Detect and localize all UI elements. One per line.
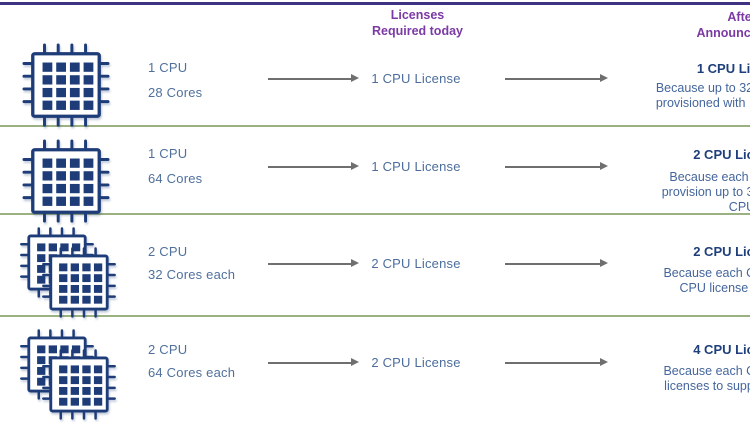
license-required-label: 1 CPU License [371,71,461,86]
license-required-label: 1 CPU License [371,159,461,174]
arrow-right-icon [268,74,359,82]
after-license-explanation: Because each license can provision up to… [613,170,750,215]
cpu-count-label: 2 CPU [148,244,188,259]
after-license-explanation: Because up to 32 cores can be provisione… [613,81,750,111]
header-line: Announcement [696,25,750,40]
explanation-line: licenses to support 64 cores [664,379,750,393]
arrow-right-icon [268,259,359,267]
dual-cpu-chip-icon [18,226,118,321]
after-license-title: 1 CPU License [696,61,750,76]
explanation-line: CPU license of its own [679,281,750,295]
after-license-explanation: Because each CPU needs 2 licenses to sup… [613,364,750,394]
cpu-count-label: 1 CPU [148,60,188,75]
explanation-line: Because up to 32 cores can be [655,81,750,95]
arrow-right-icon [505,74,608,82]
row-divider [0,213,750,215]
core-count-label: 32 Cores each [148,267,236,282]
explanation-line: Because each CPU needs 2 [663,364,750,378]
header-line: Required today [372,23,463,38]
arrow-right-icon [268,162,359,170]
explanation-line: provision up to 32 cores on a [661,185,750,199]
license-required-label: 2 CPU License [371,355,461,370]
after-announcement-header: After Announcement [613,10,750,41]
arrow-right-icon [505,162,608,170]
core-count-label: 28 Cores [148,85,203,100]
row-divider [0,315,750,317]
explanation-line: Because each CPU needs a [663,266,750,280]
cpu-chip-icon [20,138,112,224]
cpu-count-label: 1 CPU [148,146,188,161]
after-license-title: 4 CPU Licenses [693,342,750,357]
after-license-title: 2 CPU Licenses [693,244,750,259]
explanation-line: provisioned with 1 CPU license [655,96,750,110]
header-line: After [727,10,750,24]
arrow-right-icon [505,358,608,366]
after-license-explanation: Because each CPU needs a CPU license of … [613,266,750,296]
dual-cpu-chip-icon [18,328,118,422]
arrow-right-icon [505,259,608,267]
explanation-line: CPU [728,200,750,214]
cpu-chip-icon [20,42,112,128]
cpu-count-label: 2 CPU [148,342,188,357]
after-license-title: 2 CPU Licenses [693,147,750,162]
license-required-label: 2 CPU License [371,256,461,271]
top-border-line [0,2,750,5]
explanation-line: Because each license can [669,170,750,184]
core-count-label: 64 Cores [148,171,203,186]
header-line: Licenses [390,8,445,22]
row-divider [0,125,750,127]
licenses-required-today-header: Licenses Required today [330,8,505,39]
arrow-right-icon [268,358,359,366]
core-count-label: 64 Cores each [148,365,236,380]
